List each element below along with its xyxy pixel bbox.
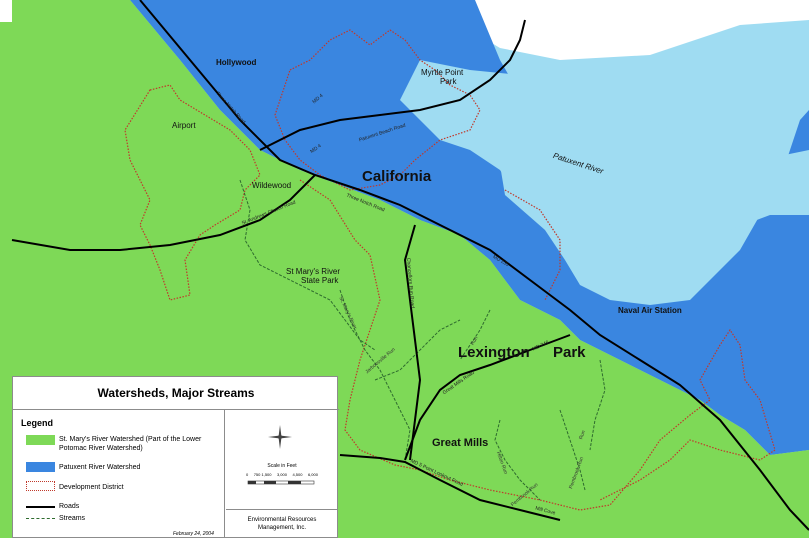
- md4-road: [259, 19, 526, 151]
- label-naval-air-station: Naval Air Station: [618, 306, 682, 315]
- legend-label-st-marys: St. Mary's River Watershed (Part of the …: [59, 436, 202, 452]
- st-marys-river-stream-2: [339, 289, 411, 461]
- legend-swatch-development-district: [26, 481, 55, 491]
- scale-tick: 0: [246, 472, 249, 477]
- jarboesville-run-stream: [374, 319, 461, 381]
- north-arrow-and-scale-panel: Scale in Feet 0 750 1,500 3,000 4,500 6,…: [226, 410, 338, 510]
- legend-label-development-district: Development District: [59, 484, 124, 491]
- st-marys-river-stream: [239, 179, 376, 351]
- scale-tick: 3,000: [276, 472, 287, 477]
- label-park: Park: [553, 344, 586, 361]
- hilton-run-stream: [494, 419, 541, 501]
- great-mills-road: [404, 334, 571, 461]
- map-title: Watersheds, Major Streams: [13, 377, 339, 410]
- label-airport: Airport: [172, 121, 196, 130]
- label-hollywood: Hollywood: [216, 58, 257, 67]
- md5-point-lookout-road: [339, 454, 561, 521]
- scale-tick: 750 1,500: [253, 472, 272, 477]
- legend-label-patuxent: Patuxent River Watershed: [59, 464, 141, 471]
- label-st-marys-1: St Mary's River: [286, 267, 340, 276]
- patuxent-river-water: [400, 60, 809, 250]
- three-notch-road: [139, 0, 809, 531]
- legend-label-streams: Streams: [59, 515, 86, 522]
- scale-ticks: 0 750 1,500 3,000 4,500 6,000: [246, 472, 318, 477]
- map-corner: [0, 0, 12, 22]
- legend-label-roads: Roads: [59, 503, 80, 510]
- legend-swatch-patuxent: [26, 462, 55, 472]
- label-myrtle-point-2: Park: [440, 77, 457, 86]
- scale-title: Scale in Feet: [267, 463, 297, 469]
- label-wildewood: Wildewood: [252, 181, 292, 190]
- lexington-park-district-boundary: [299, 179, 776, 511]
- label-st-marys-2: State Park: [301, 276, 339, 285]
- scale-tick: 6,000: [307, 472, 318, 477]
- credit-line-1: Environmental Resources: [247, 517, 317, 523]
- legend-swatch-streams: [26, 518, 55, 519]
- legend-swatch-st-marys: [26, 435, 55, 445]
- north-arrow-icon: [247, 425, 315, 485]
- run-b-stream: [589, 359, 606, 451]
- map-date: February 24, 2004: [173, 531, 214, 537]
- legend-items-panel: Legend St. Mary's River Watershed (Part …: [13, 410, 225, 538]
- legend-panel: Watersheds, Major Streams Legend St. Mar…: [12, 376, 339, 538]
- run-a-stream: [459, 309, 491, 361]
- label-california: California: [362, 168, 432, 185]
- credit-panel: Environmental Resources Management, Inc.: [226, 510, 338, 538]
- label-myrtle-point-1: Myrtle Point: [421, 68, 464, 77]
- legend-heading: Legend: [21, 418, 54, 428]
- legend-swatch-roads: [26, 506, 55, 508]
- chancellors-run-road: [403, 224, 422, 461]
- st-andrews-church-road: [11, 174, 316, 251]
- california-district-boundary: [274, 29, 481, 191]
- scale-tick: 4,500: [292, 472, 303, 477]
- credit-line-2: Management, Inc.: [257, 525, 307, 531]
- off-map-area: [470, 0, 809, 60]
- pembrook-run-stream: [559, 409, 586, 491]
- label-great-mills: Great Mills: [432, 437, 489, 449]
- label-lexington: Lexington: [458, 344, 530, 361]
- nas-district-boundary: [504, 189, 561, 301]
- airport-district-boundary: [124, 84, 261, 301]
- patuxent-watershed: [130, 0, 809, 455]
